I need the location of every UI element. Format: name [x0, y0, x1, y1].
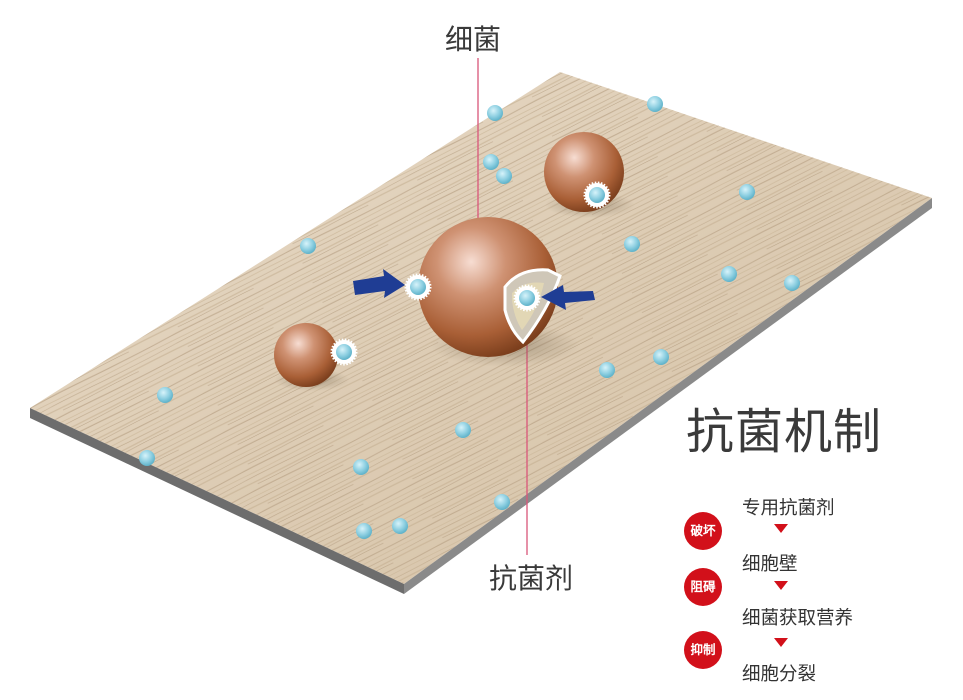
step-1: 专用抗菌剂 [742, 498, 835, 519]
down-arrow-icon [774, 581, 788, 590]
arrow-right-icon [541, 285, 595, 310]
attacking-agent-particles [330, 181, 611, 366]
agent-particles [139, 96, 800, 539]
down-arrow-icon [774, 638, 788, 647]
bacterium-small-left [274, 323, 338, 387]
antibacterial-agent-label: 抗菌剂 [489, 562, 574, 595]
step-2: 细胞壁 [742, 554, 798, 575]
arrow-left-icon [353, 269, 405, 298]
badge-inhibit: 抑制 [684, 631, 722, 669]
badge-obstruct: 阻碍 [684, 568, 722, 606]
badge-destroy: 破坏 [684, 512, 722, 550]
bacteria-label: 细菌 [445, 23, 502, 56]
down-arrow-icon [774, 524, 788, 533]
step-4: 细胞分裂 [742, 664, 817, 685]
bacterium-small-top [544, 132, 624, 212]
diagram-title: 抗菌机制 [686, 404, 883, 460]
step-3: 细菌获取营养 [742, 608, 854, 629]
